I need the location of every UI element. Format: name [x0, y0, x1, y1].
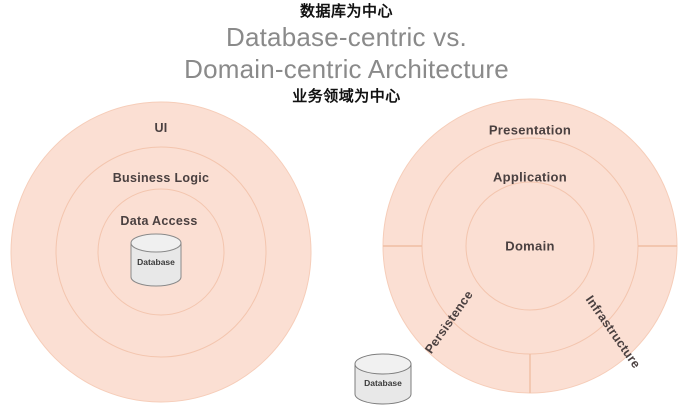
cylinder-top — [354, 353, 412, 375]
cylinder-body — [354, 363, 412, 405]
ring-domain — [465, 181, 595, 311]
cylinder-body — [130, 242, 182, 287]
cylinder-top — [130, 233, 182, 253]
left-database-cylinder — [130, 233, 182, 287]
right-circles-group — [382, 98, 678, 394]
bottom-database-cylinder — [354, 353, 412, 405]
